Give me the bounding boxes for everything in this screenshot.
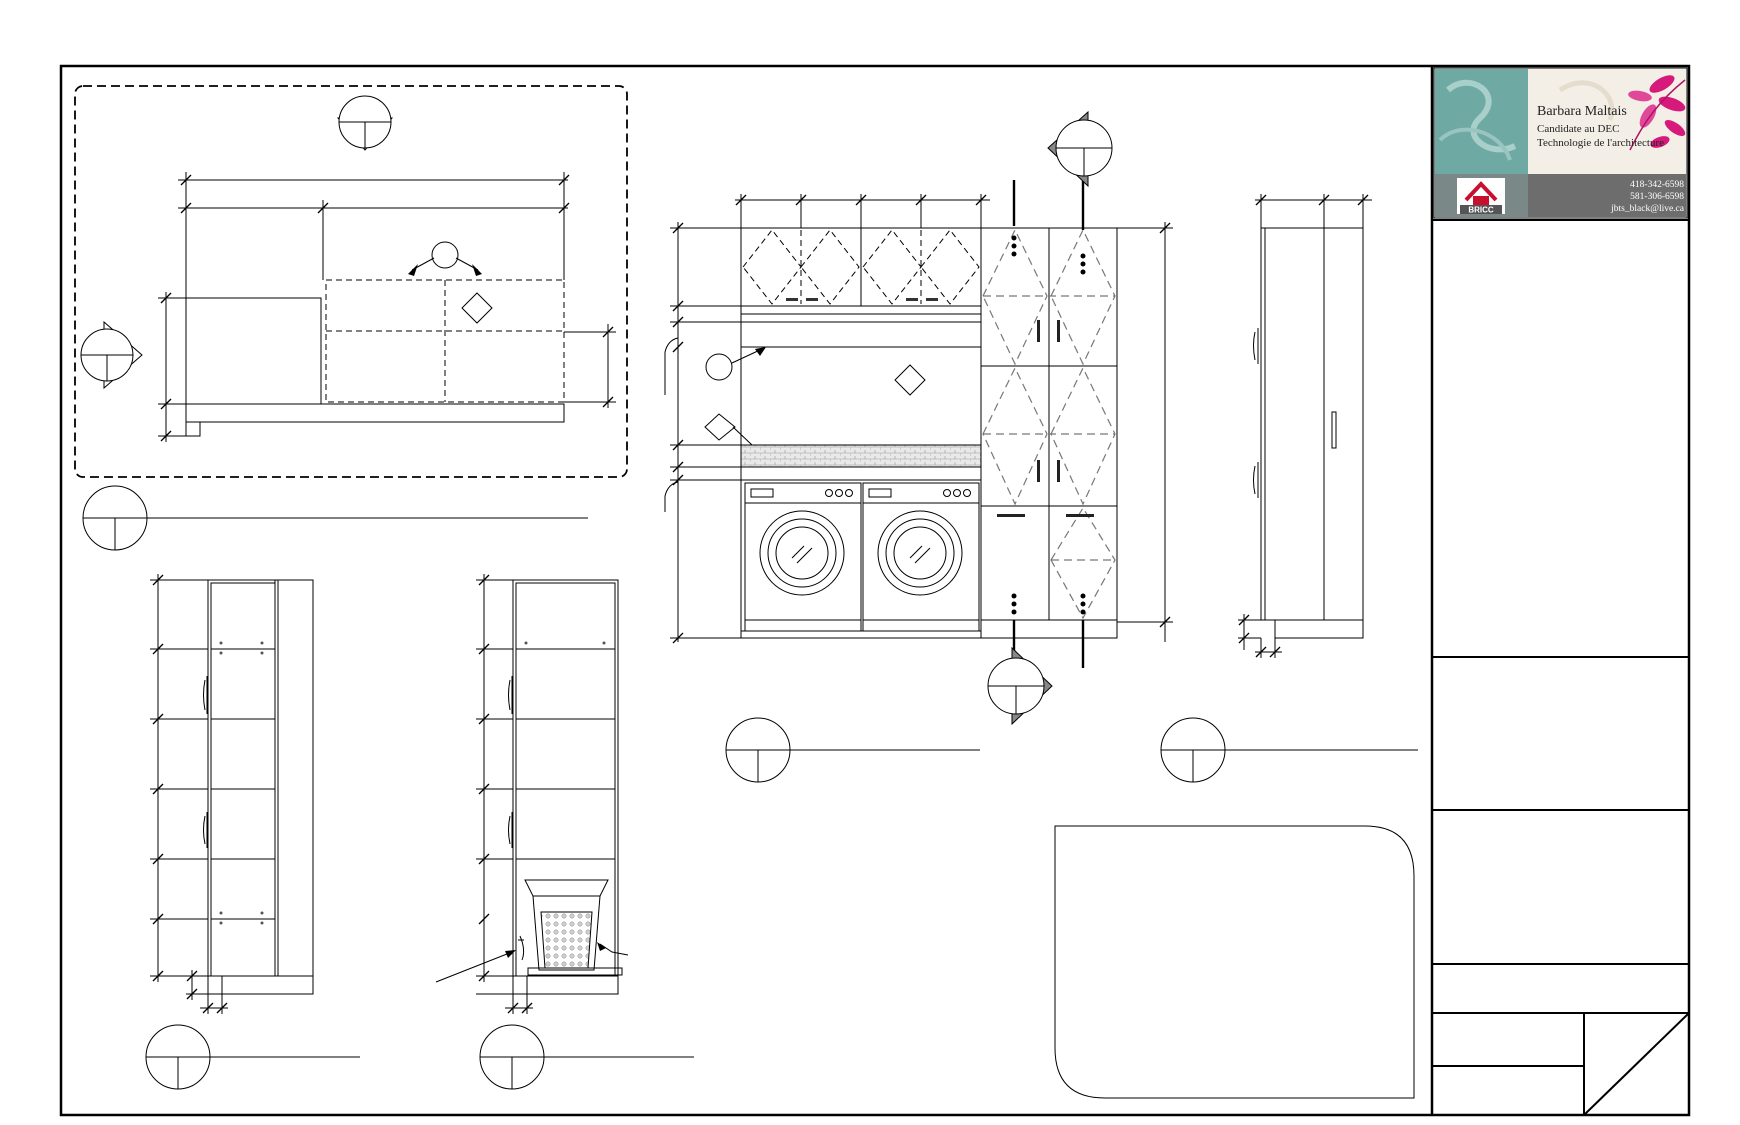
elevation-dimensions [664, 194, 1173, 644]
section-marker-elev-top [1047, 110, 1113, 188]
side-elevation [1238, 194, 1372, 658]
flower-decoration [1628, 75, 1686, 151]
view-title-side-elevation [1160, 717, 1418, 783]
main-elevation [664, 110, 1173, 726]
section-marker-left [80, 320, 143, 390]
plan-dimensions [158, 172, 616, 442]
view-title-cabinet-2 [479, 1024, 694, 1090]
section-marker-elev-bottom [987, 646, 1053, 726]
view-title-cabinet-1 [145, 1024, 360, 1090]
view-title-main-elevation [725, 717, 980, 783]
email: jbts_black@live.ca [1610, 204, 1685, 214]
laundry-hamper [524, 879, 623, 976]
view-title-plan [82, 485, 588, 551]
logo-text: BRICC [1468, 206, 1494, 215]
section-marker-top [336, 95, 394, 151]
tall-cabinet-section-1 [150, 574, 314, 1014]
title-block-cells [1432, 219, 1690, 1116]
program-line-1: Candidate au DEC [1537, 123, 1619, 135]
tall-cabinet-elevation [980, 180, 1118, 668]
plan-view [74, 85, 628, 478]
notes-box [1054, 825, 1415, 1099]
sheet-border [59, 64, 1691, 1117]
title-block: BRICC Barbara Maltais Candidate au DEC T… [1432, 67, 1690, 1116]
designer-name: Barbara Maltais [1537, 104, 1627, 119]
phone-1: 418-342-6598 [1630, 180, 1684, 190]
title-banner: BRICC Barbara Maltais Candidate au DEC T… [1435, 69, 1686, 217]
dryer-right [862, 482, 980, 632]
program-line-2: Technologie de l'architecture [1537, 137, 1664, 149]
washer-left [744, 482, 862, 632]
bricc-logo: BRICC [1457, 178, 1505, 215]
tall-cabinet-section-2 [435, 574, 629, 1014]
phone-2: 581-306-6598 [1630, 192, 1684, 202]
